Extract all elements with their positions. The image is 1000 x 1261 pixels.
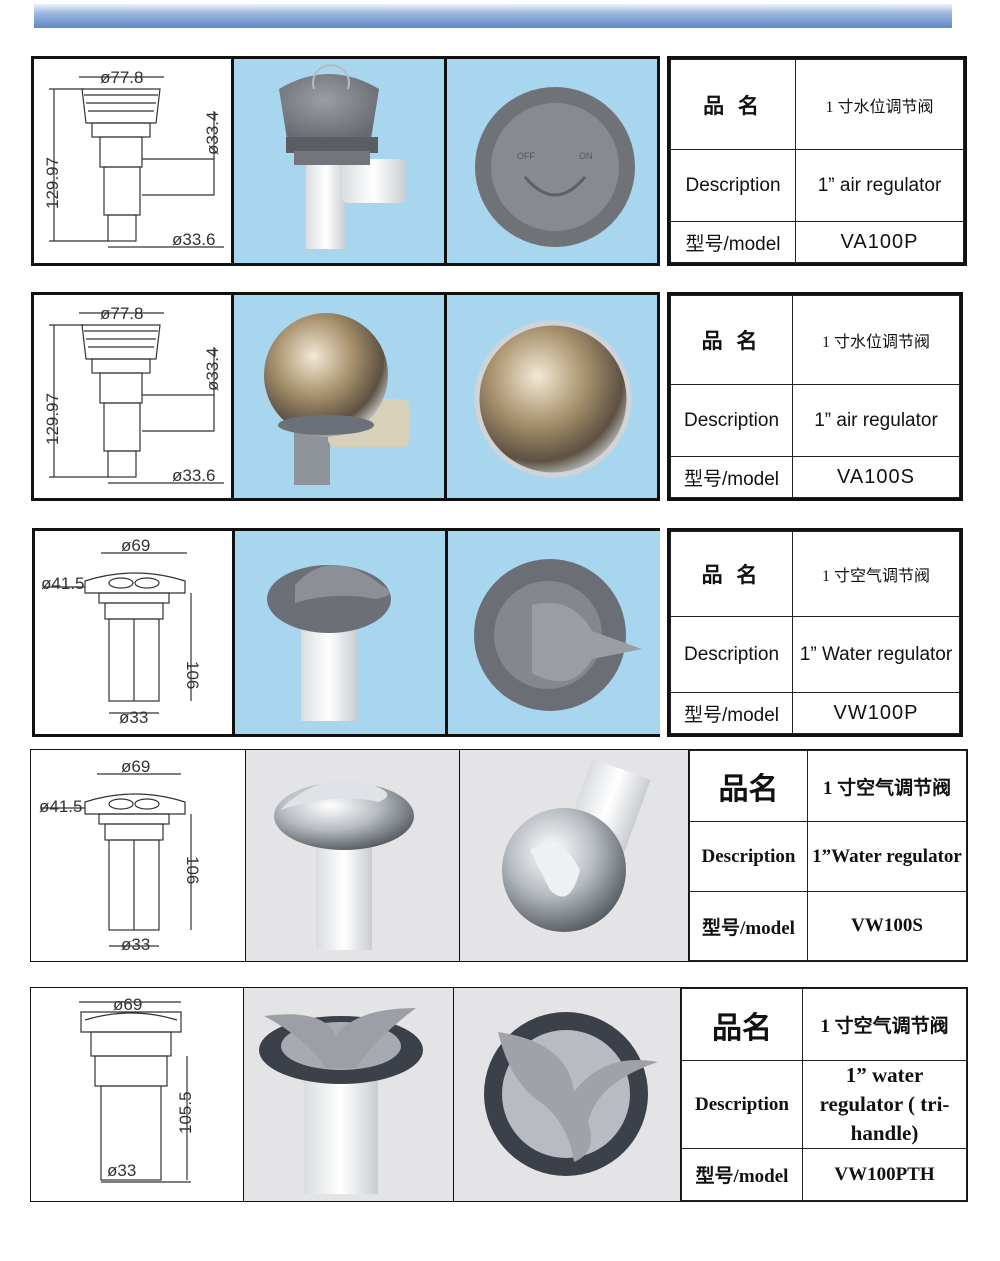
name-label: 品名	[681, 988, 803, 1061]
name-label: 品名	[689, 750, 808, 822]
name-value: 1 寸空气调节阀	[807, 750, 967, 822]
dim-height: 106	[183, 661, 202, 689]
model-label: 型号/model	[681, 1148, 803, 1201]
name-value: 1 寸水位调节阀	[795, 59, 964, 150]
dim-height: 129.97	[43, 393, 62, 445]
dim-bottom: ø33	[121, 935, 150, 954]
grey-cap-top-photo-icon: OFF ON	[444, 59, 657, 263]
tri-handle-valve-photo-icon	[243, 988, 453, 1201]
dim-top: ø77.8	[100, 304, 143, 323]
description-value: 1” Water regulator	[792, 616, 960, 693]
product-images-panel: ø69 ø41.5 106 ø33	[30, 749, 690, 962]
name-value: 1 寸水位调节阀	[792, 295, 960, 385]
product-images-panel: ø77.8 129.97 ø33.4 ø33.6	[31, 292, 660, 501]
dim-top: ø69	[113, 995, 142, 1014]
description-label: Description	[681, 1060, 803, 1149]
cap-mark-off: OFF	[517, 151, 535, 161]
description-label: Description	[670, 149, 796, 222]
dim-top: ø77.8	[100, 68, 143, 87]
air-valve-drawing-icon: ø77.8 129.97 ø33.4 ø33.6	[34, 295, 231, 498]
name-label: 品 名	[670, 531, 793, 617]
dim-bottom: ø33	[119, 708, 148, 727]
description-label: Description	[689, 821, 808, 892]
model-label: 型号/model	[670, 456, 793, 498]
name-value: 1 寸空气调节阀	[802, 988, 967, 1061]
tri-handle-drawing-icon: ø69 105.5 ø33	[31, 988, 243, 1201]
model-value: VW100S	[807, 891, 967, 961]
top-banner	[34, 4, 952, 28]
product-images-panel: ø69 105.5 ø33	[30, 987, 682, 1202]
chrome-cap-top-photo-icon	[444, 295, 657, 498]
grey-water-valve-photo-icon	[232, 531, 445, 734]
water-valve-drawing-icon: ø69 ø41.5 106 ø33	[31, 750, 245, 961]
name-label: 品 名	[670, 295, 793, 385]
product-images-panel: ø77.8 129.97 ø33.4 ø33.6 OFF ON	[31, 56, 660, 266]
dim-bottom: ø33.6	[172, 466, 215, 485]
model-value: VA100P	[795, 221, 964, 263]
description-value: 1” air regulator	[795, 149, 964, 222]
model-label: 型号/model	[670, 692, 793, 734]
dim-top: ø69	[121, 536, 150, 555]
description-label: Description	[670, 384, 793, 457]
description-value: 1” water regulator ( tri-handle)	[802, 1060, 967, 1149]
air-valve-drawing-icon: ø77.8 129.97 ø33.4 ø33.6	[34, 59, 231, 263]
dim-height: 106	[183, 856, 202, 884]
model-value: VW100P	[792, 692, 960, 734]
dim-top: ø69	[121, 757, 150, 776]
grey-handle-top-photo-icon	[445, 531, 660, 734]
dim-left: ø41.5	[41, 574, 84, 593]
dim-side: ø33.4	[203, 348, 222, 391]
chrome-water-valve-photo-icon	[245, 750, 459, 961]
description-label: Description	[670, 616, 793, 693]
product-images-panel: ø69 ø41.5 106 ø33	[32, 528, 660, 737]
water-valve-drawing-icon: ø69 ø41.5 106 ø33	[35, 531, 232, 734]
model-value: VW100PTH	[802, 1148, 967, 1201]
grey-air-valve-photo-icon	[231, 59, 444, 263]
cap-mark-on: ON	[579, 151, 593, 161]
model-label: 型号/model	[670, 221, 796, 263]
dim-height: 129.97	[43, 157, 62, 209]
chrome-handle-side-photo-icon	[459, 750, 689, 961]
name-label: 品 名	[670, 59, 796, 150]
name-value: 1 寸空气调节阀	[792, 531, 960, 617]
description-value: 1” air regulator	[792, 384, 960, 457]
model-value: VA100S	[792, 456, 960, 498]
dim-bottom: ø33	[107, 1161, 136, 1180]
tri-handle-top-photo-icon	[453, 988, 681, 1201]
dim-bottom: ø33.6	[172, 230, 215, 249]
dim-height: 105.5	[176, 1091, 195, 1134]
dim-side: ø33.4	[203, 112, 222, 155]
chrome-air-valve-photo-icon	[231, 295, 444, 498]
description-value: 1”Water regulator	[807, 821, 967, 892]
model-label: 型号/model	[689, 891, 808, 961]
dim-left: ø41.5	[39, 797, 82, 816]
